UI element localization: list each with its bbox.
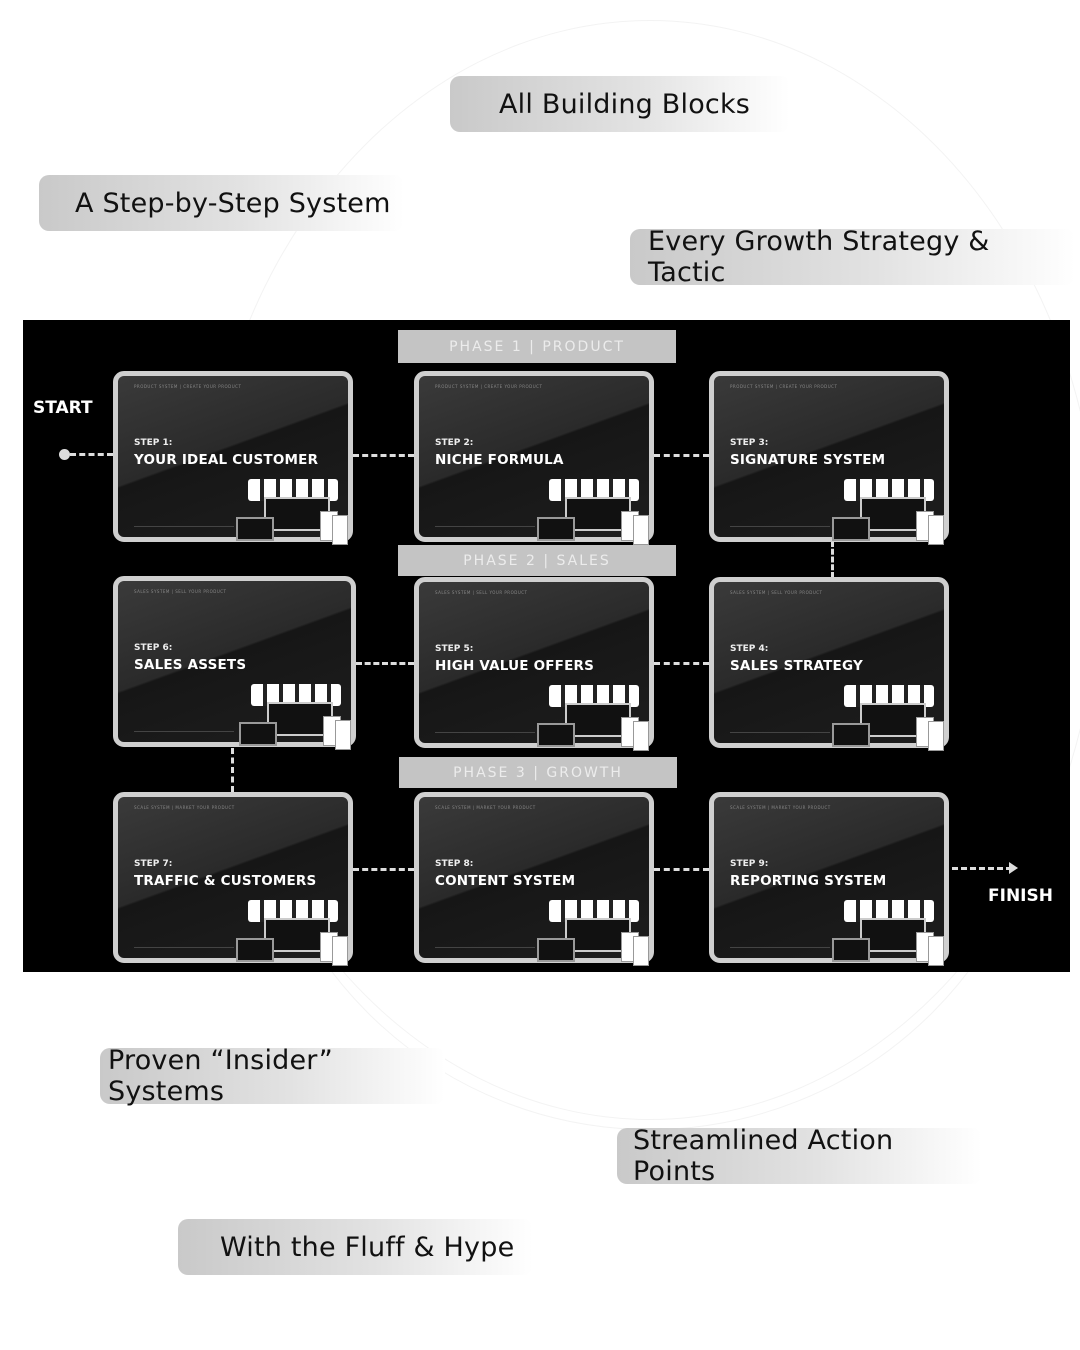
product-mockup-image — [236, 479, 348, 545]
pill-text: All Building Blocks — [499, 88, 751, 120]
product-mockup-image — [832, 685, 944, 751]
pill-fluff-hype: With the Fluff & Hype — [178, 1219, 533, 1275]
step-number: STEP 2: — [435, 438, 474, 448]
step-title: SALES ASSETS — [134, 657, 247, 673]
connector — [356, 662, 414, 665]
pill-text: A Step-by-Step System — [75, 187, 391, 219]
pill-text: Every Growth Strategy & Tactic — [648, 226, 990, 288]
pill-text: Streamlined Action Points — [633, 1125, 894, 1187]
step-number: STEP 9: — [730, 859, 769, 869]
step-title: YOUR IDEAL CUSTOMER — [134, 452, 319, 468]
phase-1-banner: PHASE 1 | PRODUCT — [398, 330, 676, 363]
card-header: SCALE SYSTEM | MARKET YOUR PRODUCT — [730, 805, 831, 810]
pill-all-building-blocks: All Building Blocks — [450, 76, 790, 132]
connector — [353, 454, 414, 457]
card-footer-line — [730, 526, 830, 527]
connector — [654, 868, 709, 871]
step-title: SIGNATURE SYSTEM — [730, 452, 886, 468]
step-card-4: SALES SYSTEM | SELL YOUR PRODUCT STEP 4:… — [709, 577, 949, 751]
card-footer-line — [435, 732, 535, 733]
step-card-8: SCALE SYSTEM | MARKET YOUR PRODUCT STEP … — [414, 792, 654, 966]
step-card-6: SALES SYSTEM | SELL YOUR PRODUCT STEP 6:… — [113, 576, 356, 750]
pill-insider-systems: Proven “Insider” Systems — [100, 1045, 445, 1107]
connector — [654, 454, 709, 457]
step-card-5: SALES SYSTEM | SELL YOUR PRODUCT STEP 5:… — [414, 577, 654, 751]
phase-2-banner: PHASE 2 | SALES — [398, 545, 676, 576]
card-header: PRODUCT SYSTEM | CREATE YOUR PRODUCT — [435, 384, 543, 389]
card-header: PRODUCT SYSTEM | CREATE YOUR PRODUCT — [730, 384, 838, 389]
step-number: STEP 1: — [134, 438, 173, 448]
card-footer-line — [134, 526, 234, 527]
connector — [70, 453, 113, 456]
step-number: STEP 6: — [134, 643, 173, 653]
pill-action-points: Streamlined Action Points — [617, 1125, 982, 1187]
card-header: PRODUCT SYSTEM | CREATE YOUR PRODUCT — [134, 384, 242, 389]
product-mockup-image — [236, 900, 348, 966]
step-title: CONTENT SYSTEM — [435, 873, 576, 889]
product-mockup-image — [239, 684, 351, 750]
step-card-1: PRODUCT SYSTEM | CREATE YOUR PRODUCT STE… — [113, 371, 353, 545]
card-header: SCALE SYSTEM | MARKET YOUR PRODUCT — [134, 805, 235, 810]
card-footer-line — [730, 732, 830, 733]
start-dot — [59, 449, 70, 460]
product-mockup-image — [832, 479, 944, 545]
product-mockup-image — [537, 900, 649, 966]
card-footer-line — [435, 526, 535, 527]
card-header: SALES SYSTEM | SELL YOUR PRODUCT — [435, 590, 528, 595]
step-number: STEP 4: — [730, 644, 769, 654]
card-footer-line — [435, 947, 535, 948]
connector — [952, 867, 1012, 870]
step-title: TRAFFIC & CUSTOMERS — [134, 873, 317, 889]
connector — [654, 662, 709, 665]
start-label: START — [33, 398, 93, 418]
pill-step-by-step: A Step-by-Step System — [39, 175, 404, 231]
step-title: HIGH VALUE OFFERS — [435, 658, 595, 674]
phase-3-banner: PHASE 3 | GROWTH — [399, 757, 677, 788]
step-card-9: SCALE SYSTEM | MARKET YOUR PRODUCT STEP … — [709, 792, 949, 966]
card-footer-line — [730, 947, 830, 948]
card-footer-line — [134, 731, 234, 732]
step-number: STEP 3: — [730, 438, 769, 448]
connector — [353, 868, 414, 871]
step-title: REPORTING SYSTEM — [730, 873, 887, 889]
pill-text: Proven “Insider” Systems — [108, 1045, 333, 1107]
pill-text: With the Fluff & Hype — [220, 1231, 515, 1263]
product-mockup-image — [537, 479, 649, 545]
card-footer-line — [134, 947, 234, 948]
step-number: STEP 5: — [435, 644, 474, 654]
step-title: SALES STRATEGY — [730, 658, 863, 674]
step-number: STEP 7: — [134, 859, 173, 869]
connector — [831, 541, 834, 578]
product-mockup-image — [832, 900, 944, 966]
card-header: SALES SYSTEM | SELL YOUR PRODUCT — [730, 590, 823, 595]
product-mockup-image — [537, 685, 649, 751]
card-header: SCALE SYSTEM | MARKET YOUR PRODUCT — [435, 805, 536, 810]
roadmap-panel: START FINISH PHASE 1 | PRODUCT PHASE 2 |… — [23, 320, 1070, 972]
pill-growth-strategy: Every Growth Strategy & Tactic — [630, 226, 1075, 288]
step-title: NICHE FORMULA — [435, 452, 564, 468]
arrow-right-icon — [1009, 862, 1018, 874]
finish-label: FINISH — [988, 886, 1053, 906]
step-number: STEP 8: — [435, 859, 474, 869]
connector — [231, 748, 234, 792]
step-card-7: SCALE SYSTEM | MARKET YOUR PRODUCT STEP … — [113, 792, 353, 966]
step-card-2: PRODUCT SYSTEM | CREATE YOUR PRODUCT STE… — [414, 371, 654, 545]
step-card-3: PRODUCT SYSTEM | CREATE YOUR PRODUCT STE… — [709, 371, 949, 545]
card-header: SALES SYSTEM | SELL YOUR PRODUCT — [134, 589, 227, 594]
